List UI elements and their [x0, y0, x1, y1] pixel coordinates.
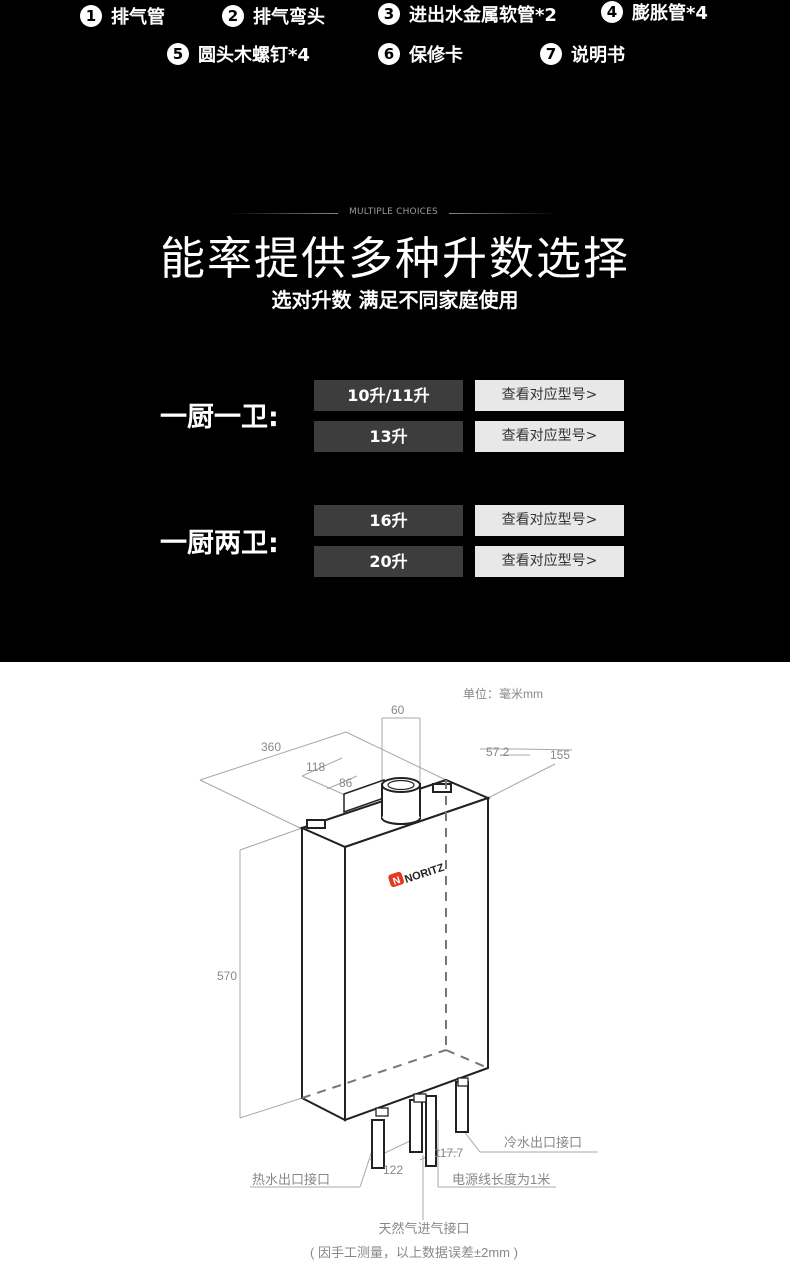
dim-bracket-width: 86: [339, 776, 353, 790]
unit-label: 单位：毫米mm: [463, 686, 543, 701]
group-label-one-kitchen-two-baths: 一厨两卫:: [160, 528, 279, 559]
view-models-button[interactable]: 查看对应型号>: [475, 421, 624, 452]
accessory-item-warranty-card: 6 保修卡: [378, 40, 463, 68]
accessory-item-wood-screws: 5 圆头木螺钉*4: [167, 40, 310, 68]
number-badge-2: 2: [222, 5, 244, 27]
number-badge-1: 1: [80, 5, 102, 27]
label-hot-water-outlet: 热水出口接口: [252, 1172, 330, 1187]
section-subtitle: 选对升数 满足不同家庭使用: [271, 288, 519, 312]
accessory-item-exhaust-elbow: 2 排气弯头: [222, 2, 325, 30]
accessory-label: 进出水金属软管*2: [409, 5, 557, 26]
accessory-label: 圆头木螺钉*4: [198, 45, 310, 66]
dim-offset-572: 57.2: [486, 745, 510, 759]
accessory-item-metal-hose: 3 进出水金属软管*2: [378, 0, 557, 28]
heater-dimension-diagram: N NORITZ 单位：毫米mm 60 360 118 86 57.2 155 …: [199, 686, 598, 1260]
capacity-option: 20升: [314, 546, 463, 577]
choices-section: 1 排气管 2 排气弯头 3 进出水金属软管*2 4 膨胀管*4 5 圆头木螺钉…: [0, 0, 790, 662]
group-label-one-kitchen-one-bath: 一厨一卫:: [160, 402, 279, 433]
accessory-item-manual: 7 说明书: [540, 40, 625, 68]
number-badge-6: 6: [378, 43, 400, 65]
section-eyebrow: MULTIPLE CHOICES: [349, 207, 438, 217]
label-gas-inlet: 天然气进气接口: [378, 1221, 469, 1236]
accessory-item-exhaust-pipe: 1 排气管: [80, 2, 165, 30]
dim-pipe-spacing-122: 122: [383, 1163, 403, 1177]
capacity-option: 16升: [314, 505, 463, 536]
number-badge-3: 3: [378, 3, 400, 25]
accessory-label: 膨胀管*4: [632, 3, 708, 24]
dimension-section: N NORITZ 单位：毫米mm 60 360 118 86 57.2 155 …: [0, 662, 790, 1273]
view-models-button[interactable]: 查看对应型号>: [475, 505, 624, 536]
accessory-label: 排气弯头: [253, 7, 325, 28]
view-models-button[interactable]: 查看对应型号>: [475, 380, 624, 411]
section-title: 能率提供多种升数选择: [159, 232, 630, 285]
view-models-button[interactable]: 查看对应型号>: [475, 546, 624, 577]
heater-outline: [299, 777, 491, 1169]
capacity-option: 13升: [314, 421, 463, 452]
dimension-lines: [199, 717, 598, 1220]
label-power-cord: 电源线长度为1米: [452, 1172, 550, 1187]
number-badge-5: 5: [167, 43, 189, 65]
accessory-label: 保修卡: [409, 45, 463, 66]
svg-text:N: N: [392, 875, 402, 888]
divider-left: [228, 213, 338, 214]
hidden-edges: [301, 780, 489, 1099]
number-badge-7: 7: [540, 43, 562, 65]
dim-flue-diameter: 60: [391, 703, 405, 717]
dimension-labels: 单位：毫米mm 60 360 118 86 57.2 155 570 122 1…: [217, 686, 582, 1260]
dim-offset-155: 155: [550, 748, 570, 762]
accessory-label: 说明书: [571, 45, 625, 66]
accessory-label: 排气管: [111, 7, 165, 28]
accessory-item-expansion-tube: 4 膨胀管*4: [601, 0, 708, 26]
measurement-note: ( 因手工测量，以上数据误差±2mm ): [310, 1245, 518, 1260]
label-cold-water-outlet: 冷水出口接口: [504, 1135, 582, 1150]
divider-right: [449, 213, 559, 214]
dim-pipe-spacing-1177: 117.7: [434, 1146, 463, 1160]
dim-depth: 360: [261, 740, 281, 754]
dim-flue-offset: 118: [306, 760, 325, 774]
number-badge-4: 4: [601, 1, 623, 23]
capacity-option: 10升/11升: [314, 380, 463, 411]
dim-height: 570: [217, 969, 237, 983]
